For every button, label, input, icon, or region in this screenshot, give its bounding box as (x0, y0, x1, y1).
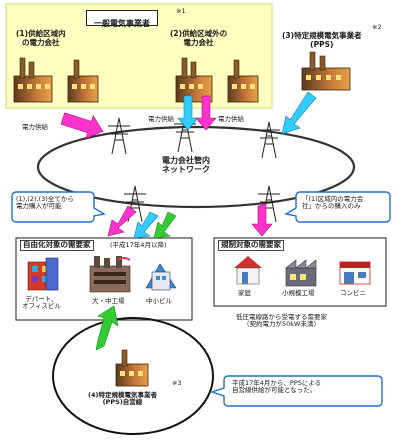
supplier-note: ※1 (176, 7, 186, 15)
transmission-tower-icon (108, 117, 130, 155)
power-plant-icon (227, 59, 259, 103)
pps-self-label: (4)特定規模電気事業者 (PPS)自営線 (88, 391, 157, 407)
regulated-item-home: 家庭 (238, 289, 251, 297)
arrow-cyan (281, 91, 317, 135)
self-line-circle (52, 317, 214, 435)
bottom-note: 平成17年4月から、PPSによる 自営線供給が可能となった。 (232, 379, 322, 395)
regulated-note: 低圧電線路から受電する需要家 （契約電力が50kW未満） (236, 313, 327, 329)
regulated-title: 規制対象の需要家 (218, 240, 284, 251)
supplier-title-box: 一般電気事業者 (86, 10, 158, 28)
store-icon (339, 261, 371, 285)
arrow-cyan (177, 95, 199, 131)
factory-icon (285, 259, 317, 287)
power-plant-icon (67, 59, 99, 103)
building-icon (27, 257, 59, 291)
callout-bottom-shape (209, 375, 383, 407)
regulated-item-store: コンビニ (340, 289, 366, 297)
factory-icon (89, 256, 131, 293)
network-ring (36, 125, 356, 209)
transmission-tower-icon (258, 185, 280, 223)
pps-self-note: ※3 (172, 379, 182, 387)
power-plant-icon (301, 51, 351, 91)
house-icon (234, 256, 262, 285)
in-area-label: (1)供給区域内 の電力会社 (16, 29, 66, 47)
callout-right-shape (284, 191, 391, 223)
power-plant-icon (13, 57, 53, 103)
arrow-green (153, 211, 177, 239)
pps-top-note: ※2 (372, 23, 382, 31)
liberalized-date-note: (平成17年4月以降) (110, 241, 167, 249)
arrow-magenta (107, 205, 137, 237)
callout-right-text: 「(1)区域内の電力会 社」からの購入のみ (302, 195, 364, 211)
arrow-green (95, 305, 119, 351)
supply-label-left: 電力供給 (22, 123, 48, 131)
arrow-magenta (60, 112, 104, 140)
pps-top-label: (3)特定規模電気事業者 (PPS) (282, 31, 362, 49)
building-icon (145, 263, 177, 291)
power-plant-icon (115, 349, 149, 387)
arrow-cyan (133, 211, 159, 239)
supply-label-right: 電力供給 (218, 115, 244, 123)
regulated-item-factory: 小規模工場 (282, 289, 315, 297)
liberalized-title: 自由化対象の需要家 (20, 240, 94, 251)
transmission-tower-icon (258, 121, 280, 159)
out-area-label: (2)供給区域外の 電力会社 (170, 29, 228, 47)
callout-left-text: (1),(2),(3)全てから 電力購入が可能 (16, 195, 74, 211)
liberalized-item-small: 中小ビル (146, 297, 172, 305)
supplier-title: 一般電気事業者 (94, 19, 150, 28)
supply-label-mid: 電力供給 (148, 115, 174, 123)
callout-left-shape (11, 191, 106, 223)
network-label: 電力会社管内 ネットワーク (162, 156, 210, 175)
liberalized-item-factory: 大・中工場 (92, 297, 125, 305)
transmission-tower-icon (124, 185, 146, 223)
arrow-magenta (251, 203, 273, 237)
arrow-magenta (195, 95, 217, 131)
liberalized-item-dept: デパート、 オフィスビル (22, 295, 61, 311)
